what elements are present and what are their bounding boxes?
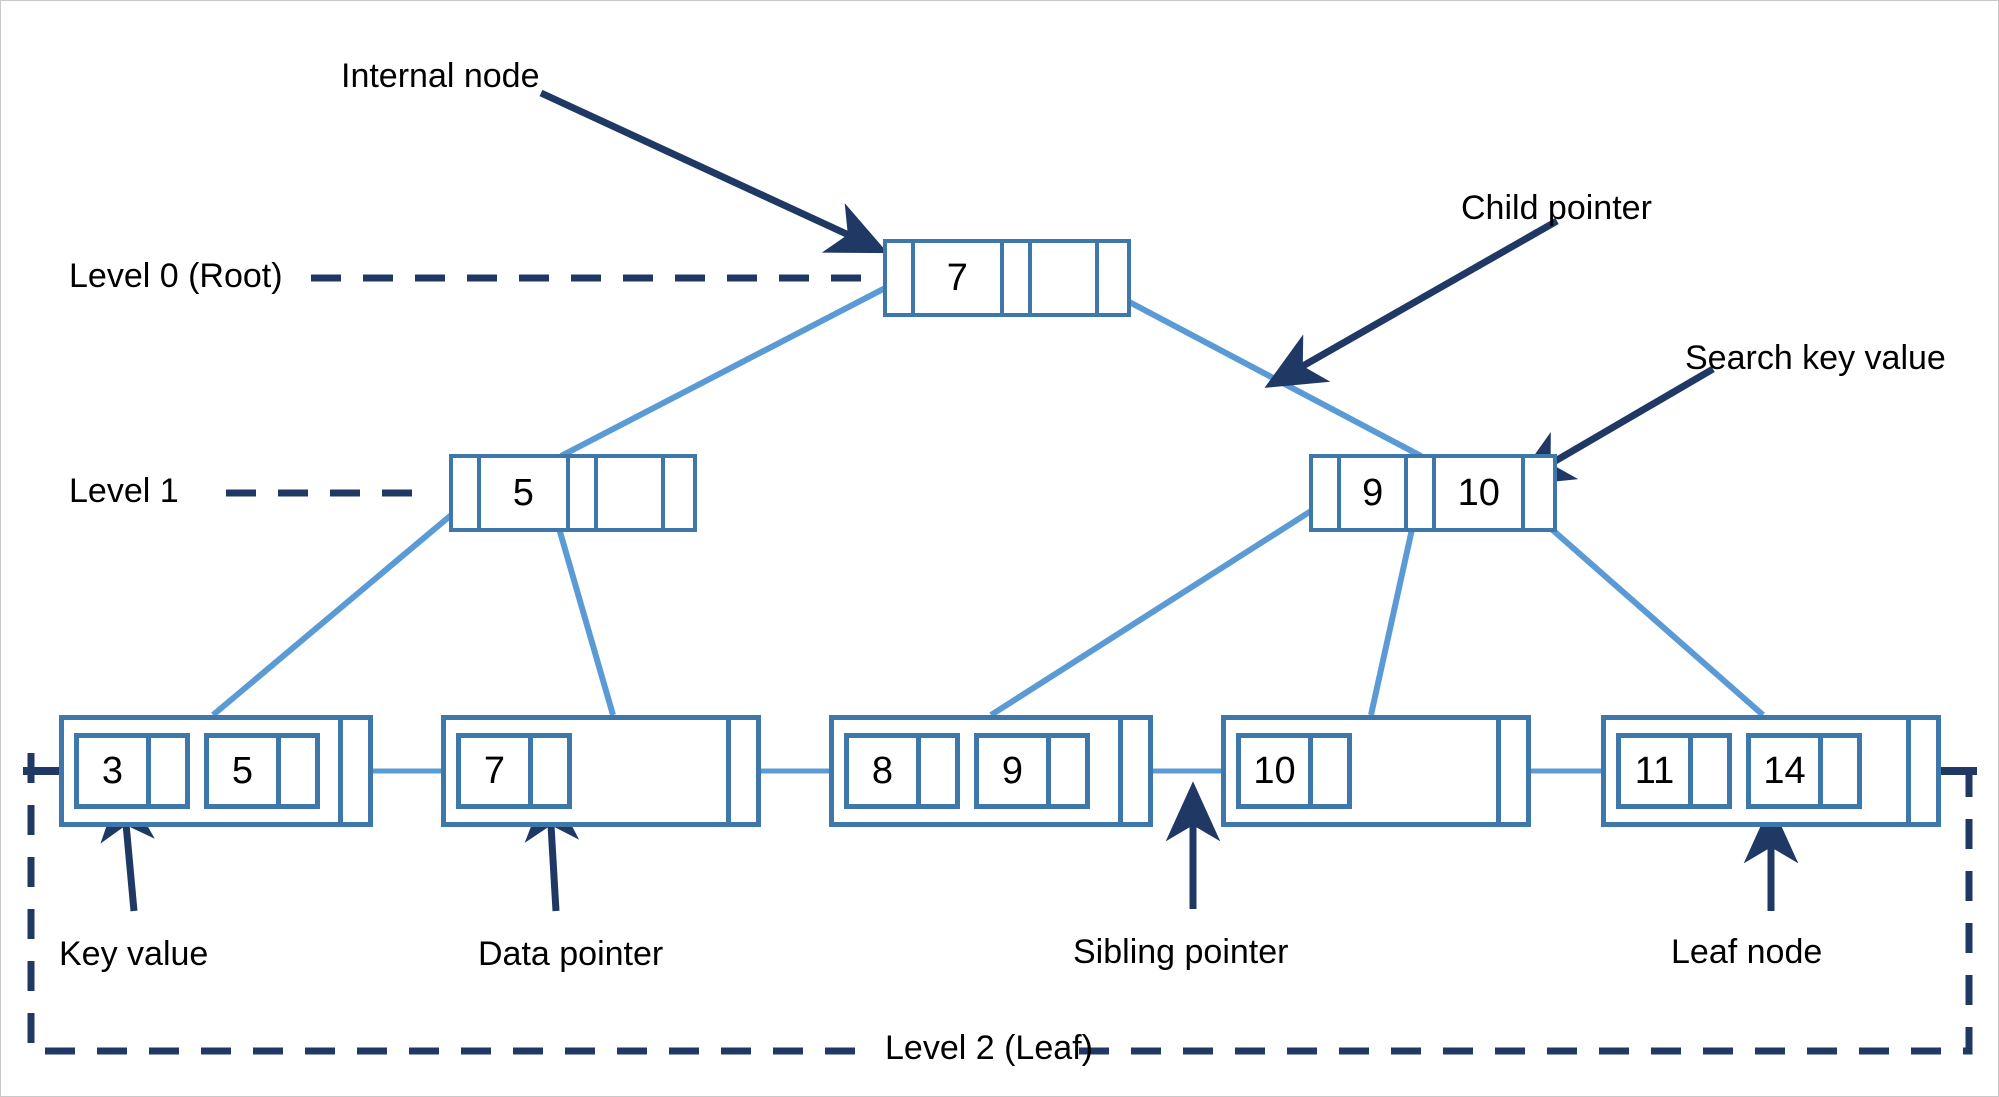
annotation-search-key-value: Search key value — [1685, 339, 1946, 377]
leaf-pointer-edges — [211, 508, 1765, 718]
edge-internal-left-to-leaf-2 — [551, 510, 616, 716]
internal-left-key-0[interactable]: 5 — [481, 458, 570, 528]
leaf-4-sibling-pointer[interactable] — [1496, 720, 1526, 822]
leaf-5[interactable]: 11 14 — [1601, 715, 1941, 827]
arrow-child-pointer — [1264, 217, 1559, 388]
leaf-5-key-0[interactable]: 11 — [1621, 738, 1693, 804]
root-node[interactable]: 7 — [883, 239, 1131, 317]
leaf-1-slots: 3 5 — [64, 720, 338, 822]
leaf-4[interactable]: 10 — [1221, 715, 1531, 827]
annotation-data-pointer: Data pointer — [478, 935, 664, 973]
arrow-internal-node — [539, 89, 888, 254]
level-0-label: Level 0 (Root) — [69, 257, 283, 295]
leaf-1-key-0[interactable]: 3 — [79, 738, 151, 804]
leaf-1-slot-1[interactable]: 5 — [204, 733, 320, 809]
edge-root-to-internal-right — [1097, 283, 1423, 459]
leaf-2-slot-0[interactable]: 7 — [456, 733, 572, 809]
leaf-3-key-0[interactable]: 8 — [849, 738, 921, 804]
child-pointer-edges — [559, 283, 1423, 459]
level-1-label: Level 1 — [69, 472, 179, 510]
internal-right-key-1[interactable]: 10 — [1436, 458, 1526, 528]
level-2-dashed-bracket — [27, 753, 1973, 1055]
leaf-1-key-1[interactable]: 5 — [209, 738, 281, 804]
leaf-4-data-pointer-0[interactable] — [1313, 738, 1347, 804]
leaf-2-data-pointer-0[interactable] — [533, 738, 567, 804]
leaf-5-data-pointer-1[interactable] — [1823, 738, 1857, 804]
leaf-5-key-1[interactable]: 14 — [1751, 738, 1823, 804]
internal-node-left[interactable]: 5 — [449, 454, 697, 532]
edge-internal-left-to-leaf-1 — [211, 508, 458, 718]
annotation-internal-node: Internal node — [341, 57, 540, 95]
edge-root-to-internal-left — [559, 283, 891, 459]
internal-right-child-pointer-2[interactable] — [1525, 458, 1554, 528]
root-child-pointer-2[interactable] — [1099, 243, 1128, 313]
internal-left-key-1[interactable] — [597, 458, 666, 528]
annotation-child-pointer: Child pointer — [1461, 189, 1652, 227]
level-2-label: Level 2 (Leaf) — [885, 1029, 1093, 1067]
annotation-leaf-node: Leaf node — [1671, 933, 1823, 971]
leaf-3[interactable]: 8 9 — [829, 715, 1153, 827]
root-key-0[interactable]: 7 — [915, 243, 1004, 313]
leaf-4-slot-0[interactable]: 10 — [1236, 733, 1352, 809]
edge-internal-right-to-leaf-5 — [1529, 508, 1765, 718]
leaf-4-slots: 10 — [1226, 720, 1496, 822]
internal-node-right[interactable]: 9 10 — [1309, 454, 1557, 532]
leaf-5-slots: 11 14 — [1606, 720, 1906, 822]
leaf-4-key-0[interactable]: 10 — [1241, 738, 1313, 804]
leaf-3-sibling-pointer[interactable] — [1118, 720, 1148, 822]
leaf-3-data-pointer-0[interactable] — [921, 738, 955, 804]
leaf-3-slots: 8 9 — [834, 720, 1118, 822]
root-child-pointer-1[interactable] — [1003, 243, 1032, 313]
leaf-2[interactable]: 7 — [441, 715, 761, 827]
internal-right-child-pointer-1[interactable] — [1408, 458, 1437, 528]
root-key-1[interactable] — [1031, 243, 1100, 313]
leaf-1-sibling-pointer[interactable] — [338, 720, 368, 822]
leaf-2-key-0[interactable]: 7 — [461, 738, 533, 804]
internal-right-child-pointer-0[interactable] — [1313, 458, 1341, 528]
leaf-5-sibling-pointer[interactable] — [1906, 720, 1936, 822]
leaf-3-slot-0[interactable]: 8 — [844, 733, 960, 809]
leaf-2-sibling-pointer[interactable] — [726, 720, 756, 822]
root-child-pointer-0[interactable] — [887, 243, 915, 313]
annotation-sibling-pointer: Sibling pointer — [1073, 933, 1289, 971]
internal-left-child-pointer-2[interactable] — [665, 458, 694, 528]
leaf-1[interactable]: 3 5 — [59, 715, 373, 827]
leaf-5-slot-0[interactable]: 11 — [1616, 733, 1732, 809]
leaf-5-data-pointer-0[interactable] — [1693, 738, 1727, 804]
leaf-1-data-pointer-1[interactable] — [281, 738, 315, 804]
edge-internal-right-to-leaf-3 — [989, 508, 1313, 718]
annotation-key-value: Key value — [59, 935, 209, 973]
internal-left-child-pointer-0[interactable] — [453, 458, 481, 528]
internal-left-child-pointer-1[interactable] — [569, 458, 598, 528]
leaf-1-data-pointer-0[interactable] — [151, 738, 185, 804]
edge-internal-right-to-leaf-4 — [1368, 510, 1419, 716]
leaf-3-slot-1[interactable]: 9 — [974, 733, 1090, 809]
leaf-3-data-pointer-1[interactable] — [1051, 738, 1085, 804]
internal-right-key-0[interactable]: 9 — [1341, 458, 1409, 528]
leaf-5-slot-1[interactable]: 14 — [1746, 733, 1862, 809]
leaf-3-key-1[interactable]: 9 — [979, 738, 1051, 804]
leaf-2-slots: 7 — [446, 720, 726, 822]
leaf-1-slot-0[interactable]: 3 — [74, 733, 190, 809]
